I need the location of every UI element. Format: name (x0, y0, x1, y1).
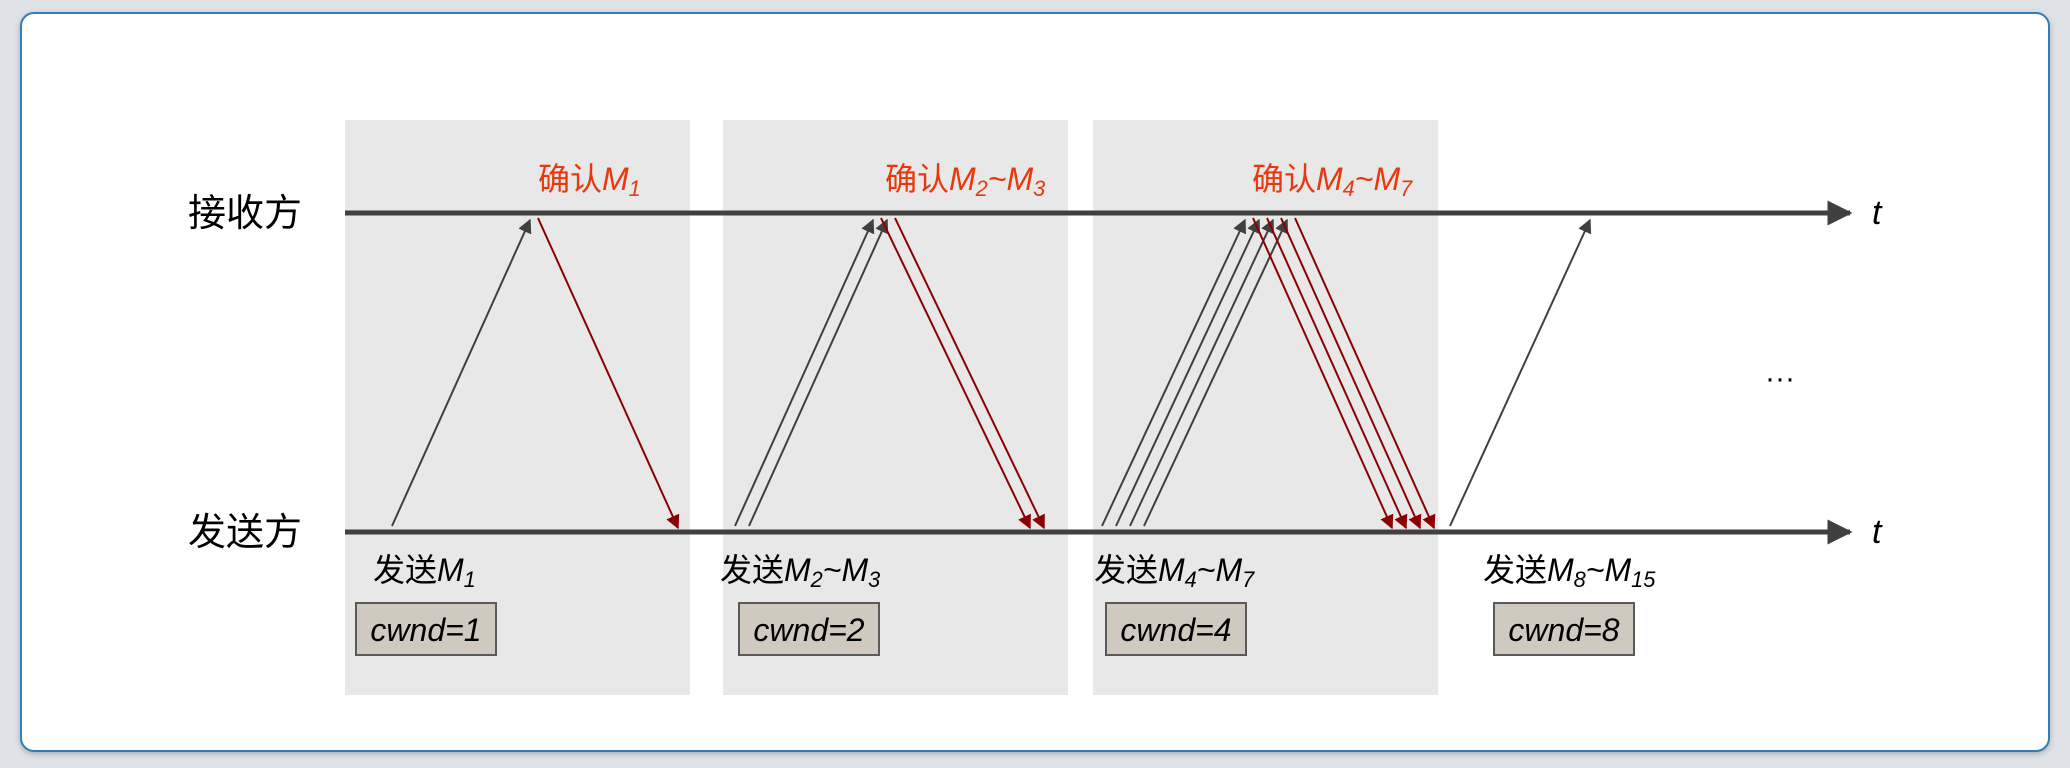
send-label-round-1-part: M (437, 552, 464, 588)
ack-arrow (1280, 217, 1422, 530)
send-label-round-3-part: 发送 (1094, 552, 1158, 588)
cwnd-box-round-2: cwnd=2 (738, 602, 880, 656)
ack-label-round-2-part: 3 (1033, 176, 1045, 201)
ack-label-round-1-part: 1 (629, 176, 641, 201)
ack-label-round-2-part: ~M (988, 161, 1034, 197)
send-label-round-2-part: 发送 (720, 552, 784, 588)
send-label-round-1-part: 1 (464, 567, 476, 592)
segment-arrow (1449, 218, 1592, 527)
send-label-round-3: 发送M4~M7 (1094, 552, 1255, 592)
ack-label-round-1-part: 确认 (538, 161, 602, 197)
cwnd-value: cwnd=2 (753, 612, 864, 648)
cwnd-box-background (1105, 602, 1247, 656)
ack-arrow (880, 217, 1031, 530)
send-label-round-3-part: ~M (1197, 552, 1243, 588)
send-label-round-4-part: 发送 (1483, 552, 1547, 588)
send-label-round-4: 发送M8~M15 (1483, 552, 1656, 592)
segment-arrow (734, 218, 875, 527)
segment-arrow (1129, 218, 1275, 527)
ack-label-round-3-part: 4 (1343, 176, 1355, 201)
ack-label-round-2-part: M (949, 161, 976, 197)
receiver-time-label: t (1872, 194, 1883, 232)
cwnd-box-background (355, 602, 497, 656)
send-label-round-3-part: 4 (1185, 567, 1197, 592)
ack-label-round-1: 确认M1 (538, 161, 641, 201)
ack-label-round-1-part: M (602, 161, 629, 197)
receiver-label: 接收方 (188, 193, 302, 235)
sender-time-label: t (1872, 513, 1883, 551)
cwnd-box-round-1: cwnd=1 (355, 602, 497, 656)
ack-label-round-2-part: 确认 (885, 161, 949, 197)
ack-label-round-2-part: 2 (975, 176, 988, 201)
ack-label-round-3-part: 确认 (1252, 161, 1316, 197)
ack-label-round-3-part: M (1316, 161, 1343, 197)
ack-arrow (1266, 217, 1408, 530)
send-label-round-4-part: M (1547, 552, 1574, 588)
send-label-round-2: 发送M2~M3 (720, 552, 880, 592)
ack-label-round-2: 确认M2~M3 (885, 161, 1045, 201)
segment-arrow (748, 218, 889, 527)
round-1-background (345, 120, 690, 695)
send-label-round-3-part: 7 (1242, 567, 1255, 592)
ack-label-round-3-part: 7 (1400, 176, 1413, 201)
send-label-round-1: 发送M1 (373, 552, 476, 592)
send-label-round-2-part: ~M (823, 552, 869, 588)
segment-arrow (1115, 218, 1261, 527)
send-label-round-4-part: 15 (1631, 567, 1656, 592)
send-label-round-1-part: 发送 (373, 552, 437, 588)
continuation-ellipsis: ··· (1765, 362, 1795, 395)
ack-arrow (537, 217, 680, 530)
cwnd-box-round-3: cwnd=4 (1105, 602, 1247, 656)
segment-arrow (1143, 218, 1289, 527)
round-2-background (723, 120, 1068, 695)
send-label-round-4-part: 8 (1574, 567, 1586, 592)
ack-label-round-3: 确认M4~M7 (1252, 161, 1413, 201)
cwnd-value: cwnd=4 (1120, 612, 1231, 648)
cwnd-box-background (1493, 602, 1635, 656)
ack-arrow (1252, 217, 1394, 530)
cwnd-box-round-4: cwnd=8 (1493, 602, 1635, 656)
ack-label-round-3-part: ~M (1355, 161, 1401, 197)
cwnd-box-background (738, 602, 880, 656)
sender-label: 发送方 (188, 512, 302, 554)
segment-arrow (391, 218, 532, 527)
send-label-round-2-part: 3 (868, 567, 880, 592)
ack-arrow (894, 217, 1045, 530)
send-label-round-3-part: M (1158, 552, 1185, 588)
send-label-round-2-part: M (784, 552, 811, 588)
ack-arrow (1294, 217, 1436, 530)
cwnd-value: cwnd=8 (1508, 612, 1619, 648)
send-label-round-4-part: ~M (1586, 552, 1632, 588)
segment-arrow (1101, 218, 1247, 527)
send-label-round-2-part: 2 (810, 567, 823, 592)
cwnd-value: cwnd=1 (370, 612, 481, 648)
